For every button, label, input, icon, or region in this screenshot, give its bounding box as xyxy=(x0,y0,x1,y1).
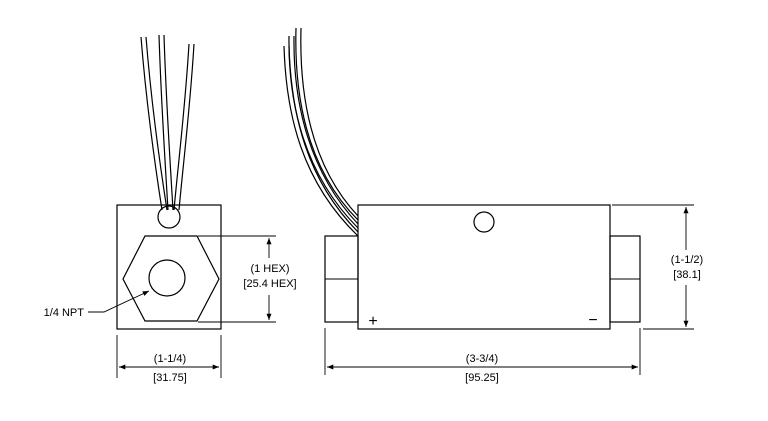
front-view-body xyxy=(116,204,222,330)
side-length-dimension: (3-3/4) [95.25] xyxy=(324,328,641,384)
front-view xyxy=(116,34,222,330)
npt-port xyxy=(148,259,186,297)
npt-callout: 1/4 NPT xyxy=(44,290,150,319)
hex-dim-inch: (1 HEX) xyxy=(250,263,289,275)
hex-dimension: (1 HEX) [25.4 HEX] xyxy=(198,235,297,323)
front-width-mm: [31.75] xyxy=(153,372,187,384)
side-view-body xyxy=(357,204,611,330)
npt-label: 1/4 NPT xyxy=(44,307,85,319)
side-view: + − xyxy=(283,27,641,330)
side-length-mm: [95.25] xyxy=(465,372,499,384)
hex-dim-mm: [25.4 HEX] xyxy=(243,278,296,290)
wire-grommet xyxy=(157,205,181,229)
minus-terminal-label: − xyxy=(588,312,597,329)
front-width-inch: (1-1/4) xyxy=(154,353,186,365)
side-height-inch: (1-1/2) xyxy=(671,254,703,266)
side-height-mm: [38.1] xyxy=(673,269,701,281)
front-width-dimension: (1-1/4) [31.75] xyxy=(116,335,222,384)
plus-terminal-label: + xyxy=(368,313,377,330)
indicator-circle xyxy=(473,211,495,233)
hex-fitting xyxy=(122,235,220,322)
front-view-wires xyxy=(140,34,195,211)
side-length-inch: (3-3/4) xyxy=(466,353,498,365)
side-height-dimension: (1-1/2) [38.1] xyxy=(612,204,703,330)
side-view-wires xyxy=(283,27,359,237)
